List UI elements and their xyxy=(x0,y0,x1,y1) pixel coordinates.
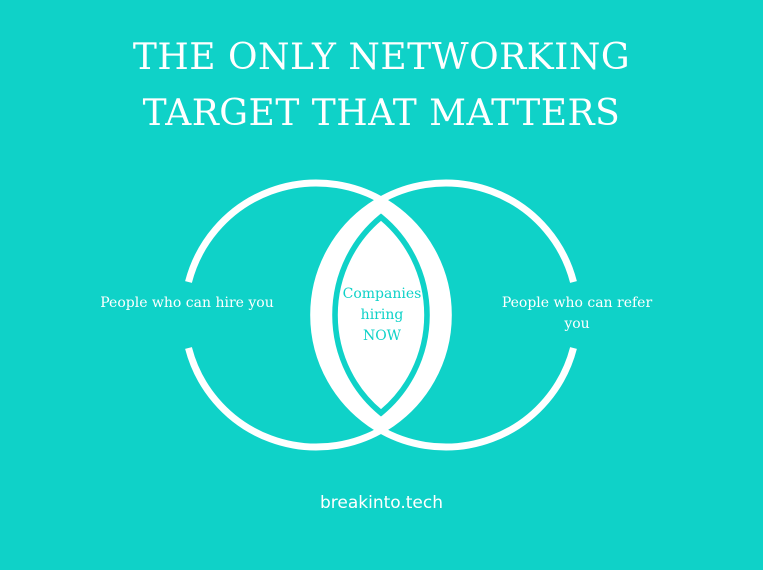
left-circle-label: People who can hire you xyxy=(100,295,274,311)
title-line-2: TARGET THAT MATTERS xyxy=(142,93,621,134)
intersection-outline xyxy=(332,213,430,417)
intersection-label-line-1: Companies xyxy=(342,286,422,302)
right-circle-label: People who can refer you xyxy=(501,295,653,332)
title-line-1: THE ONLY NETWORKING xyxy=(132,37,631,78)
footer-website: breakinto.tech xyxy=(319,493,444,513)
left-circle xyxy=(185,179,452,451)
intersection-label-line-2: hiring xyxy=(360,307,404,323)
intersection-label-line-3: NOW xyxy=(362,328,402,344)
intersection-label: Companies hiring NOW xyxy=(322,284,442,347)
right-circle xyxy=(310,179,577,451)
